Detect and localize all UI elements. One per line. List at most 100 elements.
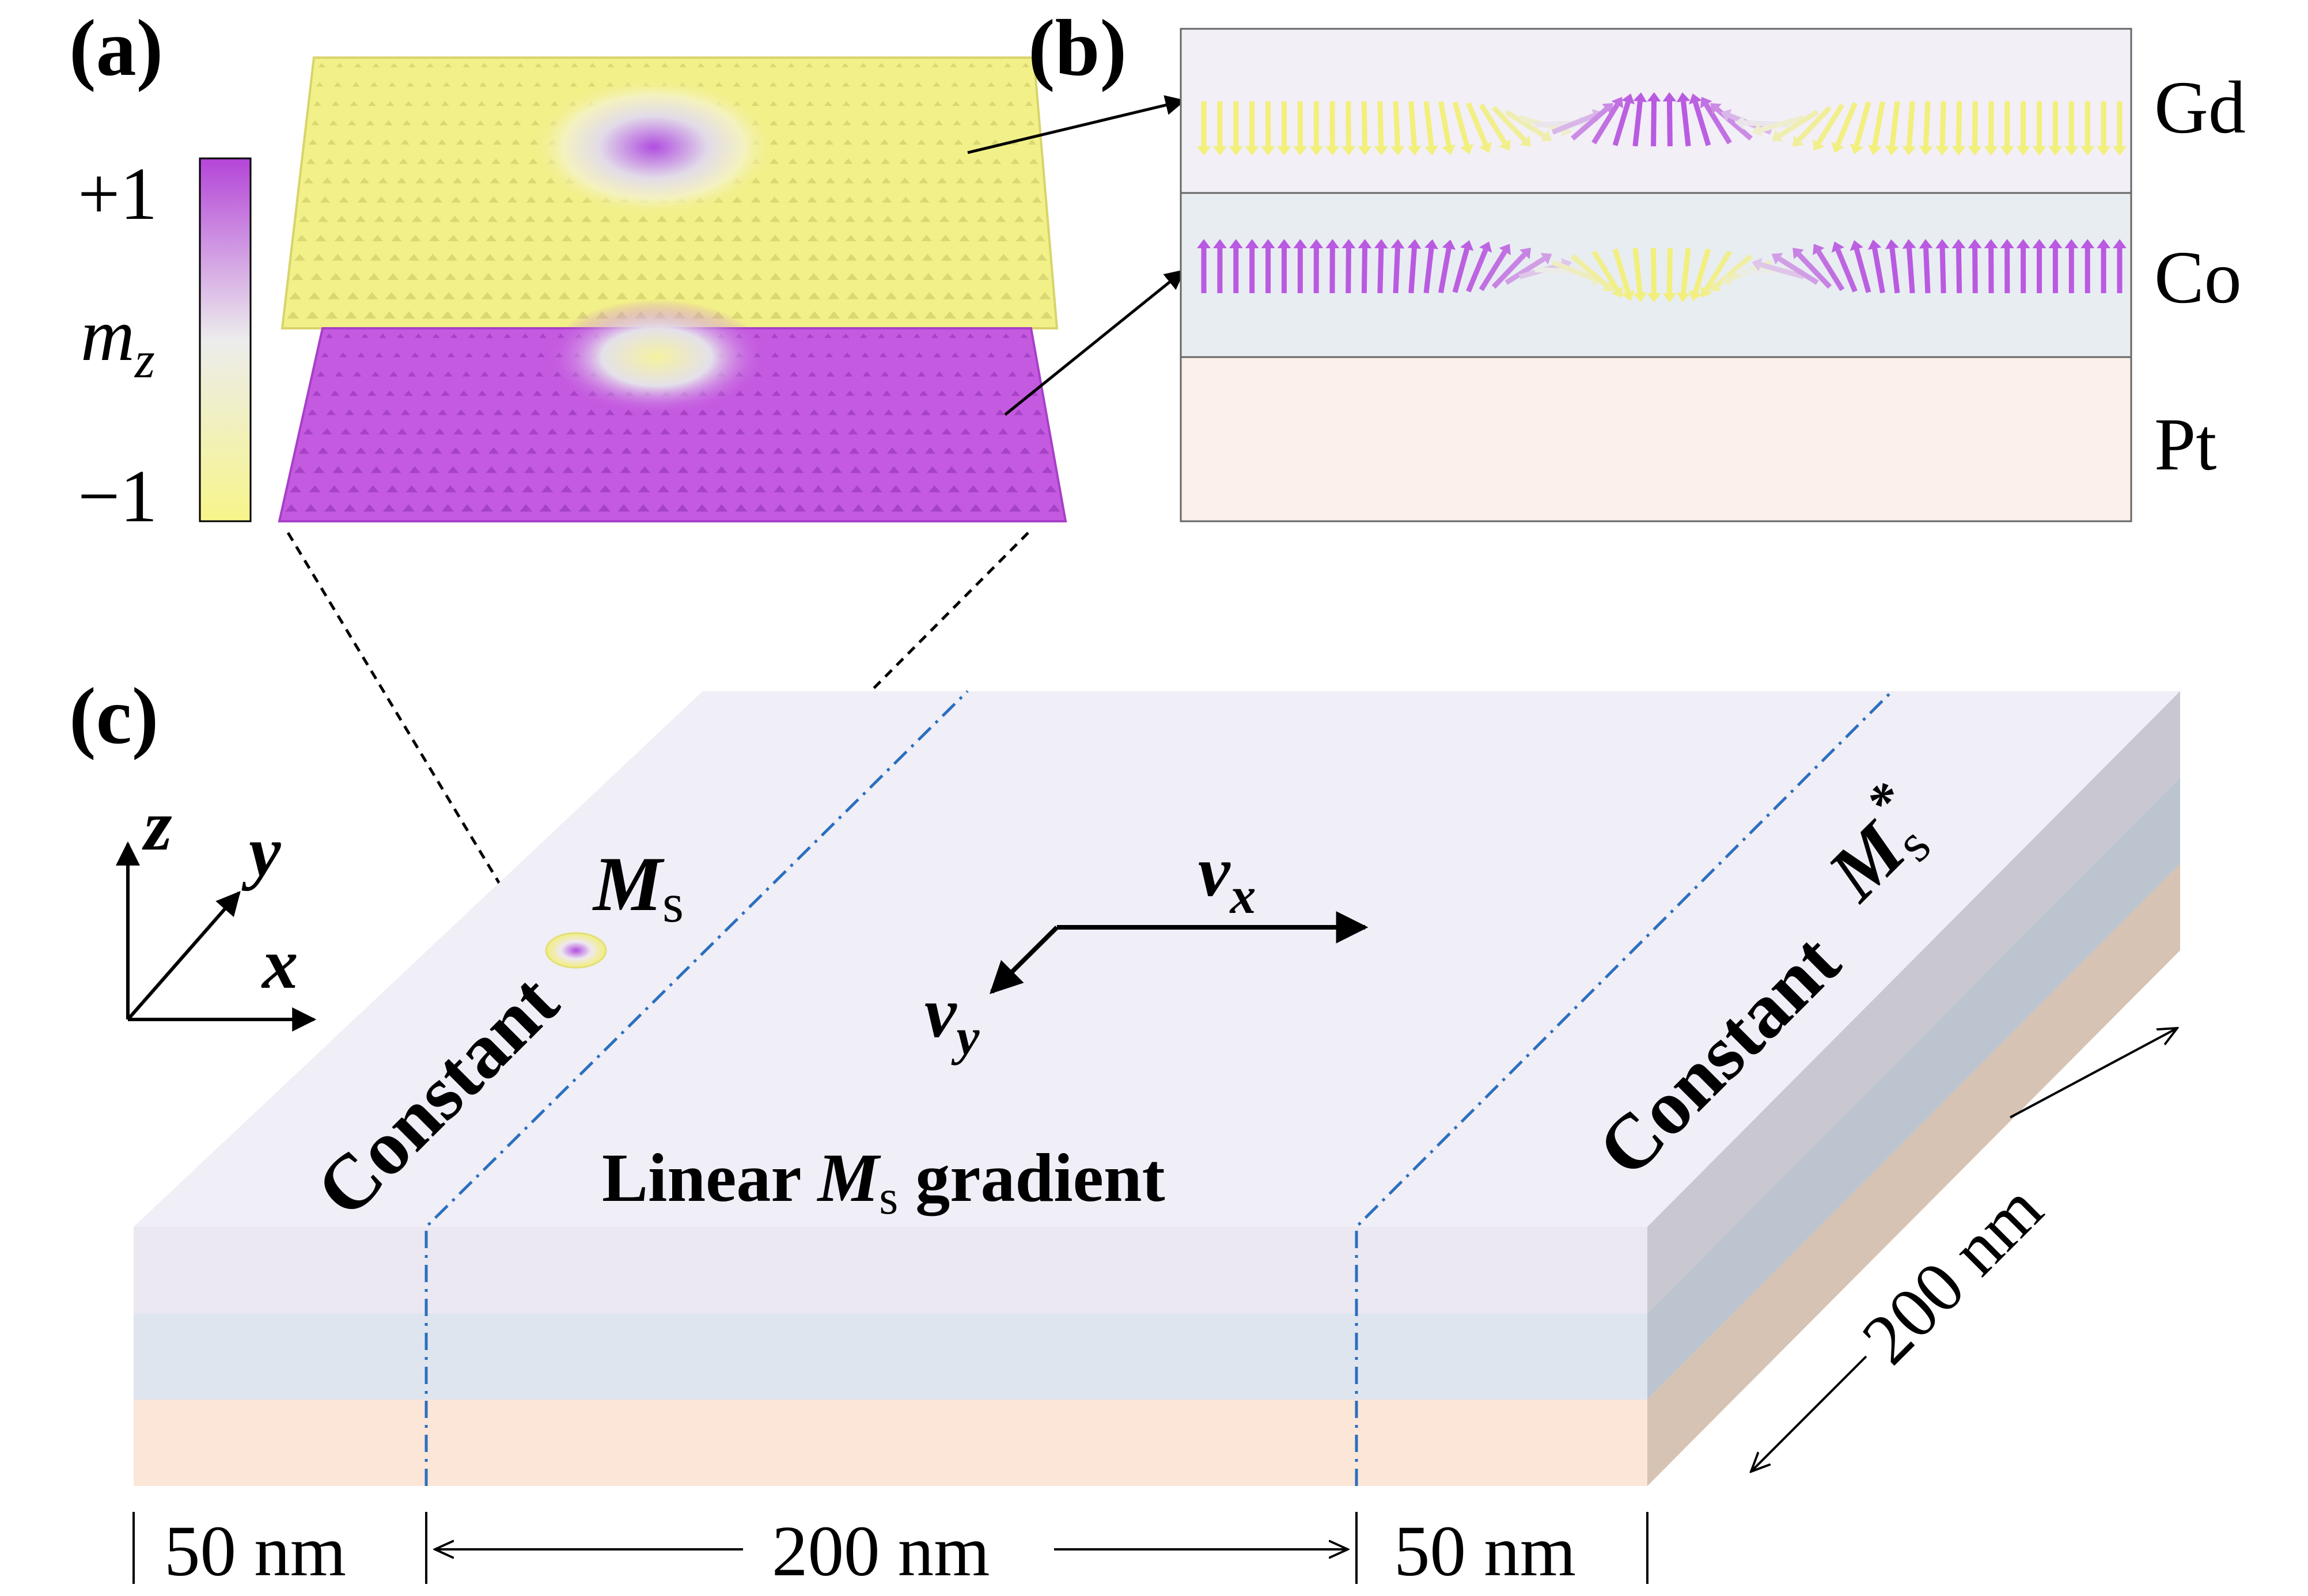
spin-arrow-texture (616, 292, 628, 300)
spin-arrow-texture (515, 82, 523, 87)
spin-arrow-texture (825, 196, 836, 203)
spin-arrow-texture (715, 63, 723, 67)
spin-arrow-texture (866, 428, 877, 435)
spin-arrow-texture (537, 352, 545, 358)
spin-arrow-texture (321, 428, 332, 435)
spin-arrow-texture (828, 311, 840, 319)
spin-arrow (1872, 248, 1885, 294)
spin-arrow-texture (1005, 82, 1013, 87)
spin-arrow-texture (769, 63, 777, 67)
spin-arrow-texture (1036, 253, 1048, 261)
spin-arrow-texture (502, 272, 514, 280)
gd-spin-layer (281, 56, 1059, 329)
spin-arrow-texture (1025, 485, 1037, 492)
spin-arrow-texture (561, 234, 573, 241)
spin-arrow (1377, 101, 1384, 147)
spin-arrow-texture (306, 158, 316, 164)
spin-arrow-texture (368, 272, 380, 280)
spin-arrow-texture (939, 215, 950, 222)
spin-arrow-texture (981, 447, 992, 454)
left-ms-label: Ms (592, 841, 684, 934)
spin-arrow-texture (301, 196, 312, 203)
spin-arrow-texture (374, 215, 385, 222)
spin-arrow-texture (657, 215, 668, 222)
spin-arrow-texture (657, 485, 670, 492)
spin-arrow-texture (385, 292, 397, 300)
spin-arrow-texture (792, 466, 804, 473)
spin-arrow-head (1212, 146, 1227, 156)
spin-arrow-head (1407, 239, 1422, 249)
spin-arrow-texture (922, 253, 934, 261)
spin-arrow-texture (863, 196, 874, 203)
spin-arrow-head (1611, 286, 1623, 298)
spin-arrow-texture (543, 215, 554, 222)
spin-arrow-texture (532, 101, 540, 106)
spin-arrow-texture (507, 196, 518, 203)
spin-arrow-texture (808, 371, 817, 377)
spin-arrow-texture (376, 196, 386, 203)
spin-arrow-texture (950, 82, 959, 87)
spin-arrow-texture (900, 196, 911, 203)
spin-arrow-texture (511, 139, 521, 145)
spin-arrow-texture (673, 292, 686, 300)
spin-arrow-head (1902, 146, 1916, 156)
spin-arrow-texture (937, 390, 947, 396)
spin-arrow-texture (949, 333, 957, 338)
spin-arrow-texture (469, 447, 480, 454)
spin-arrow-texture (597, 272, 609, 280)
spin-arrow-texture (483, 272, 495, 280)
spin-arrow-texture (370, 253, 382, 261)
spin-arrow-texture (308, 292, 321, 300)
spin-arrow-texture (844, 177, 854, 184)
spin-arrow-texture (621, 447, 632, 454)
spin-arrow-texture (735, 485, 747, 492)
spin-arrow-texture (679, 63, 687, 67)
spin-arrow-texture (427, 253, 439, 261)
spin-arrow-texture (506, 215, 517, 222)
spin-arrow-texture (732, 253, 743, 261)
spin-arrow-texture (918, 177, 928, 184)
spin-arrow-texture (769, 82, 778, 87)
spin-arrow-texture (881, 158, 890, 164)
spin-arrow-texture (325, 333, 333, 338)
spin-arrow-texture (1000, 447, 1011, 454)
spin-arrow-texture (790, 371, 798, 377)
spin-arrow-texture (658, 466, 670, 473)
spin-arrow-texture (521, 272, 533, 280)
spin-arrow-texture (450, 447, 461, 454)
spin-arrow-texture (770, 311, 783, 319)
vx-label: vx (1198, 832, 1256, 924)
center-width-label: 200 nm (772, 1512, 990, 1591)
spin-arrow-texture (560, 485, 573, 492)
spin-arrow-texture (446, 253, 458, 261)
spin-arrow-texture (541, 253, 553, 261)
spin-arrow-texture (625, 63, 632, 67)
spin-arrow-texture (329, 272, 342, 280)
spin-arrow-texture (881, 177, 891, 184)
spin-arrow (1760, 115, 1805, 132)
spin-arrow (1681, 248, 1691, 294)
spin-arrow-texture (383, 311, 396, 319)
spin-arrow-texture (480, 311, 492, 319)
spin-arrow-texture (289, 485, 302, 492)
spin-arrow-texture (296, 234, 308, 241)
spin-arrow-texture (808, 311, 821, 319)
spin-arrow-texture (604, 428, 614, 435)
spin-arrow-texture (866, 311, 879, 319)
spin-arrow-texture (562, 466, 574, 473)
spin-arrow-texture (430, 215, 441, 222)
spin-arrow-texture (438, 409, 448, 415)
spin-arrow-texture (336, 215, 347, 222)
slab-side-gd (1647, 691, 2180, 1313)
spin-arrow-texture (789, 352, 797, 358)
spin-arrow-texture (889, 485, 902, 492)
spin-arrow-texture (843, 158, 853, 164)
colorbar-title: mz (81, 294, 155, 389)
spin-arrow-texture (824, 82, 832, 87)
spin-arrow-texture (400, 409, 410, 415)
spin-arrow (1491, 105, 1527, 142)
spin-arrow-texture (806, 101, 814, 106)
spin-arrow-texture (1048, 504, 1060, 512)
spin-arrow-texture (514, 390, 524, 396)
spin-arrow-texture (348, 272, 361, 280)
